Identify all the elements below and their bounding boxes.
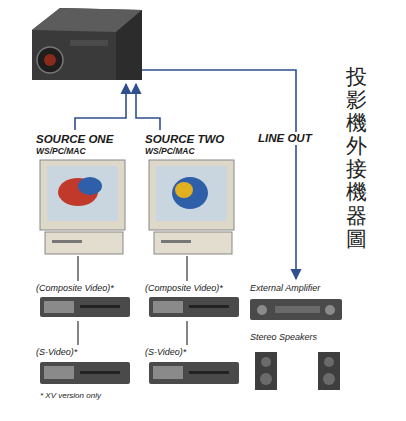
monitor: [40, 160, 125, 230]
device-label: (S-Video)*: [36, 347, 77, 358]
device-node: External Amplifier: [250, 281, 345, 323]
vcr: [149, 297, 239, 317]
device-label: SOURCE TWO: [145, 133, 224, 146]
device-node: Stereo Speakers: [250, 330, 345, 392]
vcr-panel: [44, 366, 74, 379]
connector: [186, 321, 187, 345]
vcr-slot: [189, 305, 229, 308]
monitor-screen: [156, 166, 227, 221]
device-label: SOURCE ONE: [36, 133, 113, 146]
monitor-screen: [47, 166, 118, 221]
wire: [136, 84, 160, 130]
screen-image: [78, 177, 102, 195]
vcr-panel: [44, 301, 74, 313]
speaker-cone: [260, 373, 272, 385]
device-node: SOURCE TWOWS/PC/MAC: [145, 131, 240, 256]
speaker: [255, 352, 277, 390]
device-label: (Composite Video)*: [145, 283, 223, 294]
screen-image: [172, 177, 208, 209]
amplifier-knob: [325, 305, 335, 315]
projector-lens: [37, 47, 63, 73]
computer-base: [154, 232, 232, 254]
projector-body: [32, 8, 142, 80]
connector: [186, 256, 187, 281]
device-label: (S-Video)*: [145, 347, 186, 358]
device-label: (Composite Video)*: [36, 283, 114, 294]
amplifier: [250, 299, 342, 320]
wire: [142, 70, 296, 279]
device-node: (S-Video)*: [36, 345, 136, 387]
device-label: External Amplifier: [250, 283, 320, 294]
vcr-panel: [153, 366, 183, 379]
device-node: SOURCE ONEWS/PC/MAC: [36, 131, 131, 256]
device-node: (Composite Video)*: [145, 281, 245, 321]
computer-base: [45, 232, 123, 254]
speaker: [318, 352, 340, 390]
device-sublabel: WS/PC/MAC: [145, 146, 195, 156]
device-node: (S-Video)*: [145, 345, 245, 387]
drive-slot: [52, 240, 82, 243]
footnote: * XV version only: [40, 391, 101, 401]
vcr: [149, 362, 239, 384]
device-label: Stereo Speakers: [250, 332, 317, 343]
projector-side: [116, 10, 142, 80]
amplifier-display: [275, 306, 320, 313]
connector: [77, 256, 78, 281]
amplifier-knob: [257, 305, 267, 315]
vcr-slot: [189, 371, 229, 374]
device-sublabel: WS/PC/MAC: [36, 146, 86, 156]
speaker-cone: [324, 357, 334, 367]
device-node: (Composite Video)*: [36, 281, 136, 321]
projector-lens-glass: [44, 54, 56, 66]
screen-image: [175, 182, 193, 198]
monitor: [149, 160, 234, 230]
vcr-slot: [80, 305, 120, 308]
wire: [75, 84, 126, 130]
vcr: [40, 297, 130, 317]
projector-vent: [70, 40, 108, 46]
vcr-panel: [153, 301, 183, 313]
vcr-slot: [80, 371, 120, 374]
diagram-title: 投影機外接機器圖: [346, 66, 367, 251]
speaker-cone: [261, 357, 271, 367]
drive-slot: [161, 240, 191, 243]
vcr: [40, 362, 130, 384]
speaker-cone: [323, 373, 335, 385]
connector: [77, 321, 78, 345]
line-label: LINE OUT: [256, 132, 314, 145]
